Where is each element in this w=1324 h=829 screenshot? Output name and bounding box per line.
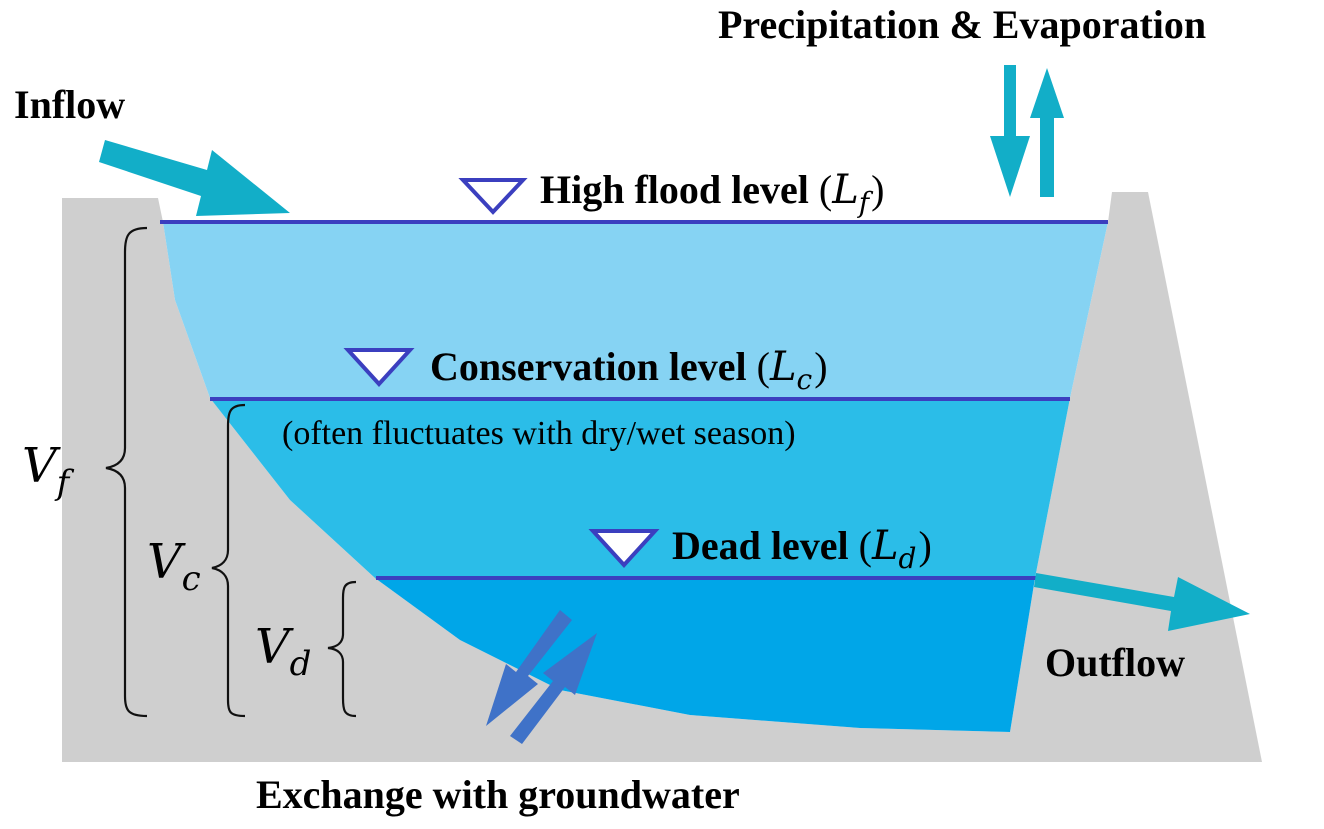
dead-level-label: Dead level(Ld) (672, 523, 932, 575)
high-flood-level-label: High flood level(Lf) (540, 167, 884, 219)
conservation-level-label: Conservation level(Lc) (430, 344, 828, 396)
groundwater-label: Exchange with groundwater (256, 772, 740, 817)
vc-label: Vc (147, 534, 201, 599)
ground-left-bank (62, 192, 1262, 762)
outflow-label: Outflow (1045, 640, 1185, 685)
conservation-level-marker (343, 348, 415, 387)
groundwater-up-arrow (510, 633, 597, 744)
water-conservation-zone (210, 398, 1070, 578)
vc-brace (211, 403, 246, 718)
outflow-arrow (1034, 573, 1250, 631)
vd-label: Vd (255, 619, 311, 684)
precipitation-arrow (990, 65, 1030, 197)
evaporation-arrow (1030, 68, 1064, 197)
dead-level-marker (588, 529, 660, 568)
high-flood-level-marker (458, 178, 528, 215)
inflow-arrow (99, 140, 290, 216)
vf-brace (105, 226, 148, 718)
vd-brace (327, 580, 357, 718)
inflow-label: Inflow (14, 82, 125, 127)
groundwater-down-arrow (486, 610, 572, 726)
water-dead-zone (375, 578, 1035, 732)
precipitation-evaporation-label: Precipitation & Evaporation (718, 2, 1206, 47)
conservation-note: (often fluctuates with dry/wet season) (282, 415, 796, 452)
